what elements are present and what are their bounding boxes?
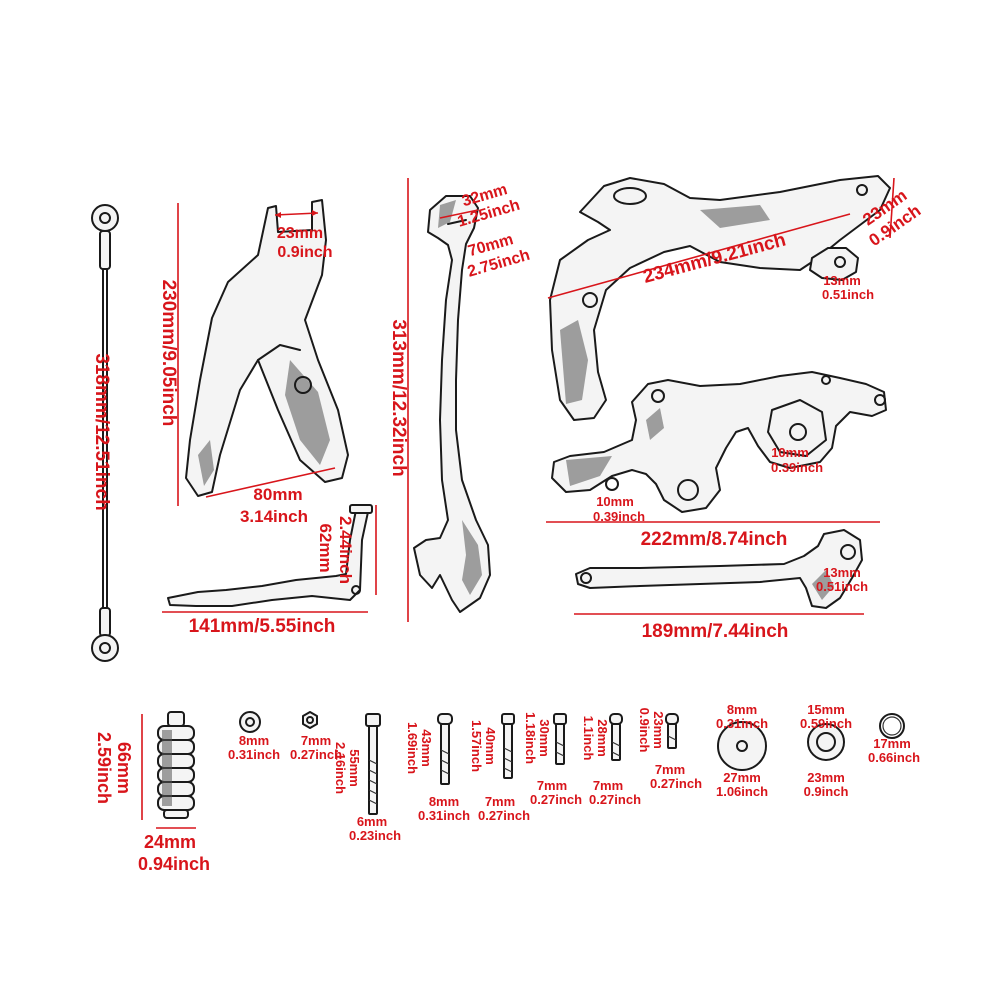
y-bracket-bottom-inch: 3.14inch [240,507,308,526]
rod-length-label: 318mm/12.51inch [91,353,112,510]
bolt-23-length-mm: 23mm [651,711,666,749]
washer-medium-inner-mm: 15mm [807,702,845,717]
long-lever-length-label: 313mm/12.32inch [388,319,409,476]
bolt-23mm [665,713,679,749]
brake-arm [549,175,891,421]
bolt-30-dia-inch: 0.27inch [530,792,582,807]
foot-peg [157,711,195,819]
bolt-55-length-mm: 55mm [347,749,362,787]
washer-large-inner-inch: 0.31inch [716,716,768,731]
brake-arm-height-dimension [889,177,895,239]
washer-medium-outer-inch: 0.9inch [804,784,849,799]
foot-peg-height-mm: 66mm [114,742,134,794]
mount-plate [551,371,887,513]
bolt-28-dia-mm: 7mm [593,778,623,793]
bolt-40-length-mm: 40mm [483,727,498,765]
bolt-43-dia-inch: 0.31inch [418,808,470,823]
brake-arm-hole-inch: 0.51inch [822,287,874,302]
round-nut [239,711,261,733]
hex-nut [302,711,318,729]
shift-lever-length-label: 141mm/5.55inch [189,616,336,637]
mount-plate-hole-a-inch: 0.39inch [771,460,823,475]
bolt-40mm [501,713,515,779]
hex-nut-inch: 0.27inch [290,747,342,762]
bolt-28-length-mm: 28mm [595,719,610,757]
washer-large-inner-mm: 8mm [727,702,757,717]
bolt-23-dia-mm: 7mm [655,762,685,777]
linkage-hole-mm: 13mm [823,565,861,580]
bolt-40-dia-mm: 7mm [485,794,515,809]
shift-lever-height-inch: 2.44inch [336,516,355,584]
foot-peg-width-mm: 24mm [144,832,196,852]
y-bracket-height-label: 230mm/9.05inch [158,280,179,427]
bolt-23-dia-inch: 0.27inch [650,776,702,791]
foot-peg-width-inch: 0.94inch [138,854,210,874]
long-lever [413,195,491,613]
washer-large-outer-mm: 27mm [723,770,761,785]
mount-plate-hole-b-mm: 10mm [596,494,634,509]
bolt-30-dia-mm: 7mm [537,778,567,793]
y-bracket-bottom-dimension [205,467,336,498]
snap-ring-inch: 0.66inch [868,750,920,765]
washer-medium-outer-mm: 23mm [807,770,845,785]
brake-arm-hole-mm: 13mm [823,273,861,288]
bolt-30-length-mm: 30mm [537,719,552,757]
y-bracket-top-mm: 23mm [277,225,323,242]
washer-medium-inner-inch: 0.59inch [800,716,852,731]
brake-arm-length-dimension [547,213,851,299]
snap-ring-mm: 17mm [873,736,911,751]
snap-ring [879,713,905,739]
washer-large [717,721,767,771]
round-nut-inch: 0.31inch [228,747,280,762]
shift-lever-height-mm: 62mm [316,523,335,572]
bolt-40-length-inch: 1.57inch [469,720,484,772]
shift-rod [91,204,119,662]
bolt-40-dia-inch: 0.27inch [478,808,530,823]
mount-plate-length-label: 222mm/8.74inch [641,529,788,550]
mount-plate-hole-a-mm: 10mm [771,445,809,460]
mount-plate-hole-b-inch: 0.39inch [593,509,645,524]
bolt-43-dia-mm: 8mm [429,794,459,809]
bolt-23-length-inch: 0.9inch [637,708,652,753]
linkage-arm [575,529,863,609]
bolt-28mm [609,713,623,761]
bolt-55-dia-mm: 6mm [357,814,387,829]
bolt-43-length-mm: 43mm [419,729,434,767]
bolt-28-length-inch: 1.1inch [581,716,596,761]
y-bracket [185,199,349,497]
bolt-55mm [365,713,381,815]
hex-nut-mm: 7mm [301,733,331,748]
y-bracket-top-dimension [274,210,319,218]
shift-lever [167,504,373,607]
bolt-55-length-inch: 2.16inch [333,742,348,794]
bolt-43-length-inch: 1.69inch [405,722,420,774]
linkage-length-label: 189mm/7.44inch [642,621,789,642]
bolt-28-dia-inch: 0.27inch [589,792,641,807]
bolt-30-length-inch: 1.18inch [523,712,538,764]
foot-peg-height-inch: 2.59inch [94,732,114,804]
bolt-43mm [437,713,453,785]
round-nut-mm: 8mm [239,733,269,748]
y-bracket-top-inch: 0.9inch [277,244,332,261]
washer-large-outer-inch: 1.06inch [716,784,768,799]
washer-medium [807,723,845,761]
bolt-55-dia-inch: 0.23inch [349,828,401,843]
linkage-hole-inch: 0.51inch [816,579,868,594]
bolt-30mm [553,713,567,765]
long-lever-head-dimension [439,209,479,219]
y-bracket-bottom-mm: 80mm [253,485,302,504]
